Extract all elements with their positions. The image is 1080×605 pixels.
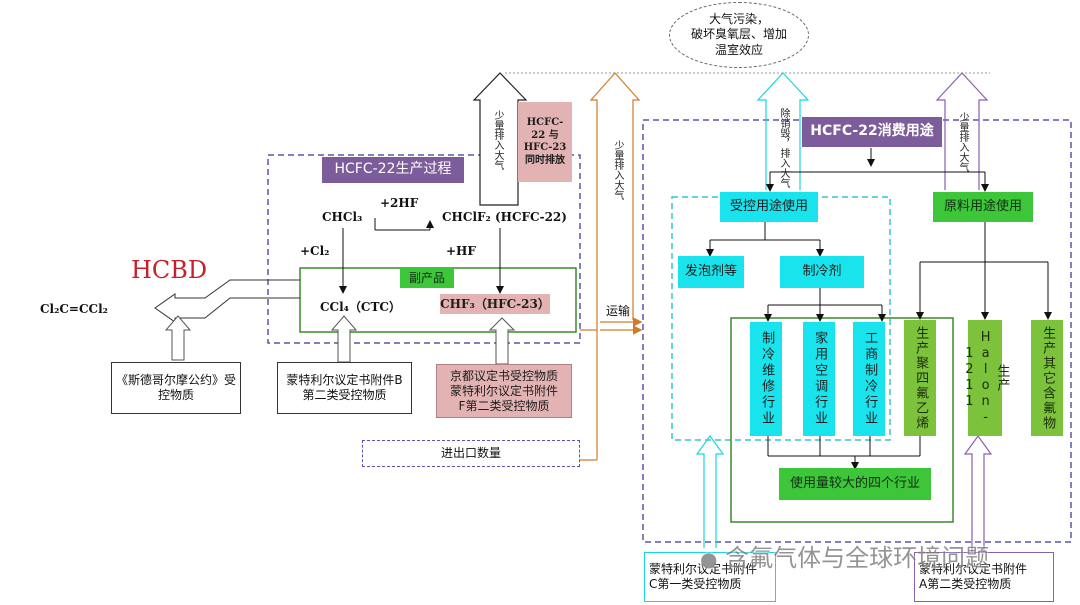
except-destroyed-label: 除销毁，排入大气	[778, 108, 789, 188]
stockholm-box: 《斯德哥尔摩公约》受控物质	[111, 362, 241, 414]
cloud-line-3: 温室效应	[714, 42, 763, 57]
montreal-a-line-1: 蒙特利尔议定书附件	[919, 562, 1028, 576]
plus-2hf-label: +2HF	[380, 196, 419, 210]
plus-hf-label: +HF	[446, 244, 476, 258]
kyoto-f-line-1: 京都议定书受控物质	[449, 368, 558, 383]
emission-small-3: 少量排入大气	[957, 112, 968, 172]
refrigerant-box: 制冷剂	[780, 256, 864, 288]
other-fluoride-box: 生产其它含氟物	[1031, 320, 1063, 436]
byproduct-label: 副产品	[400, 268, 454, 288]
montreal-c-line-2: C第一类受控物质	[649, 577, 742, 591]
foaming-box: 发泡剂等	[678, 256, 744, 288]
watermark: ● 含氟气体与全球环境问题	[700, 538, 989, 573]
import-export-box: 进出口数量	[362, 440, 580, 467]
controlled-use-box: 受控用途使用	[720, 192, 818, 222]
montreal-a-box: 蒙特利尔议定书附件 A第二类受控物质	[914, 552, 1054, 602]
ccl4-label: CCl₄（CTC）	[320, 300, 401, 314]
sector-frame	[730, 317, 954, 523]
cloud-line-2: 破坏臭氧层、增加	[690, 27, 787, 42]
pollution-cloud: 大气污染， 破坏臭氧层、增加 温室效应	[669, 2, 809, 68]
cofire-note: HCFC-22 与 HFC-23 同时排放	[518, 102, 572, 182]
halon-box: 生产Halon-1211	[962, 320, 1009, 436]
hcbd-formula: Cl₂C=CCl₂	[40, 302, 108, 316]
four-sectors-box: 使用量较大的四个行业	[779, 468, 931, 500]
production-title: HCFC-22生产过程	[322, 157, 464, 183]
montreal-a-line-2: A第二类受控物质	[919, 577, 1012, 591]
commercial-ref-box: 工商制冷行业	[853, 322, 885, 436]
emission-small-2: 少量排入大气	[612, 140, 623, 200]
feedstock-use-box: 原料用途使用	[933, 192, 1033, 222]
chf3-label: CHF₃（HFC-23）	[440, 294, 550, 314]
hcbd-label: HCBD	[131, 256, 208, 284]
controlled-use-frame	[671, 196, 891, 441]
wechat-icon: ●	[700, 547, 718, 571]
kyoto-f-line-2: 蒙特利尔议定书附件	[449, 383, 558, 398]
montreal-b-box: 蒙特利尔议定书附件B第二类受控物质	[277, 362, 412, 414]
cloud-line-1: 大气污染，	[708, 11, 769, 26]
chclf2-label: CHClF₂ (HCFC-22)	[442, 210, 567, 224]
repair-sector-box: 制冷维修行业	[750, 322, 782, 436]
hcbd-arrow	[154, 279, 300, 323]
chcl3-label: CHCl₃	[322, 210, 363, 224]
production-frame	[267, 154, 581, 344]
emission-small-1: 少量排入大气	[492, 110, 503, 170]
kyoto-f-box: 京都议定书受控物质 蒙特利尔议定书附件 F第二类受控物质	[436, 364, 572, 418]
montreal-c-box: 蒙特利尔议定书附件 C第一类受控物质	[644, 552, 776, 602]
consumption-title: HCFC-22消费用途	[802, 117, 942, 147]
montreal-c-line-1: 蒙特利尔议定书附件	[649, 562, 758, 576]
watermark-text: 含氟气体与全球环境问题	[725, 544, 990, 572]
transport-label: 运输	[606, 304, 631, 318]
plus-cl2-label: +Cl₂	[300, 244, 330, 258]
kyoto-f-line-3: F第二类受控物质	[458, 398, 550, 413]
ptfe-box: 生产聚四氟乙烯	[904, 320, 936, 436]
household-ac-box: 家用空调行业	[803, 322, 835, 436]
